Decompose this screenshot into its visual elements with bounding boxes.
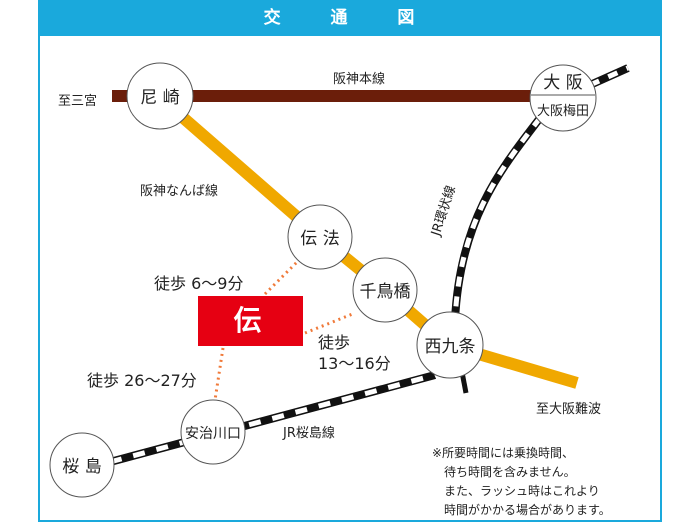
station-label: 桜 島 <box>62 457 101 477</box>
station-label: 大 阪 <box>543 73 582 93</box>
station-ajikawaguchi: 安治川口 <box>180 399 246 465</box>
travel-time-note: ※所要時間には乗換時間、 待ち時間を含みません。 また、ラッシュ時はこれより 時… <box>432 444 611 520</box>
note-line: また、ラッシュ時はこれより <box>432 484 600 498</box>
walk-time-chidoribashi: 13〜16分 <box>318 354 391 373</box>
station-label: 伝 法 <box>300 229 339 249</box>
line-label-hanshin-namba: 阪神なんば線 <box>140 184 219 199</box>
note-line: 時間がかかる場合があります。 <box>432 503 611 517</box>
station-amagasaki: 尼 崎 <box>126 62 194 130</box>
walk-time-ajikawaguchi: 徒歩 26〜27分 <box>87 371 197 390</box>
walk-paths <box>213 260 356 401</box>
station-nishikujo: 西九条 <box>416 311 484 379</box>
walk-time-chidoribashi-label: 徒歩 <box>318 333 351 352</box>
station-label: 西九条 <box>425 337 476 357</box>
jr-loop-line <box>451 64 630 321</box>
destination-denpo-marker: 伝 法 <box>198 296 303 387</box>
direction-sannomiya: 至三宮 <box>58 94 98 109</box>
direction-osaka-namba: 至大阪難波 <box>536 402 602 417</box>
page-title: 交 通 図 <box>38 0 662 36</box>
station-chidoribashi: 千鳥橋 <box>352 257 418 323</box>
station-sakurajima: 桜 島 <box>49 432 115 498</box>
station-label: 安治川口 <box>185 426 241 442</box>
station-label: 千鳥橋 <box>360 282 411 302</box>
line-label-jr-sakurajima: JR桜島線 <box>283 426 335 441</box>
station-label: 尼 崎 <box>140 88 179 108</box>
station-osaka: 大 阪 大阪梅田 <box>529 64 597 132</box>
station-denpo: 伝 法 <box>287 204 353 270</box>
note-line: 待ち時間を含みません。 <box>432 465 576 479</box>
note-line: ※所要時間には乗換時間、 <box>432 446 575 460</box>
map-frame <box>38 0 662 522</box>
walk-time-denpo: 徒歩 6〜9分 <box>154 274 244 293</box>
station-label: 大阪梅田 <box>537 104 589 119</box>
line-label-hanshin-main: 阪神本線 <box>333 72 386 87</box>
